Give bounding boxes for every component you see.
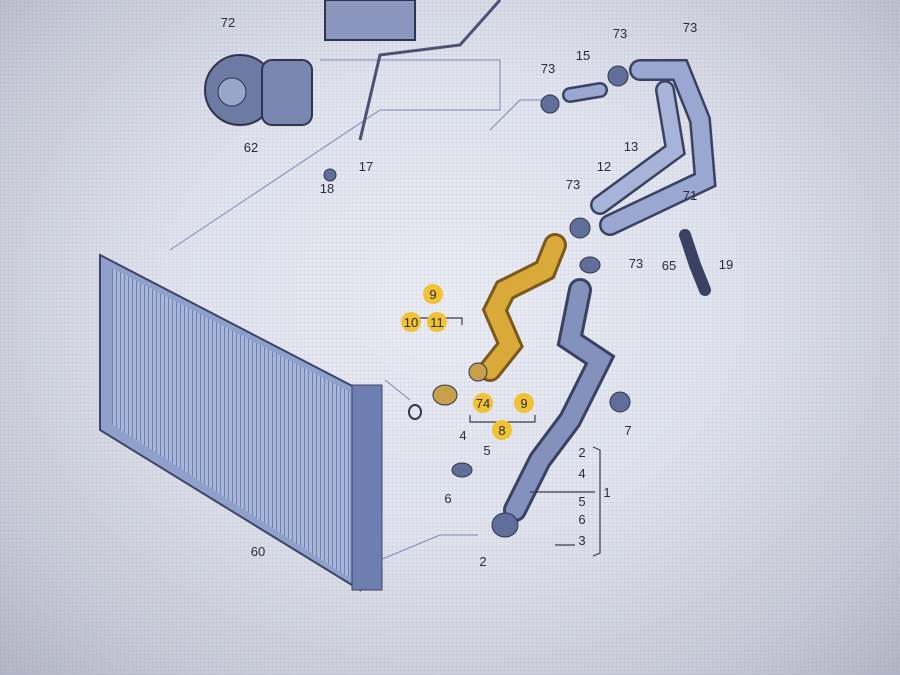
part-number-label: 9 xyxy=(429,287,436,302)
lower-hose-fill xyxy=(506,281,612,519)
part-number-label: 18 xyxy=(320,181,334,196)
part-number-label: 19 xyxy=(719,257,733,272)
part-number-label: 4 xyxy=(578,466,585,481)
part-number-label: 3 xyxy=(578,533,585,548)
part-number-label: 73 xyxy=(683,20,697,35)
small-parts xyxy=(323,65,631,538)
label-highlight xyxy=(427,312,447,332)
highlighted-hose-8-fill xyxy=(481,236,564,379)
part-number-label: 60 xyxy=(251,544,265,559)
part-number-label: 2 xyxy=(578,445,585,460)
label-highlight xyxy=(473,393,493,413)
part-number-label: 5 xyxy=(578,494,585,509)
part-number-label: 73 xyxy=(566,177,580,192)
part-number-label: 15 xyxy=(576,48,590,63)
part-number-label: 73 xyxy=(629,256,643,271)
part-number-label: 62 xyxy=(244,140,258,155)
part-number-label: 6 xyxy=(444,491,451,506)
radiator xyxy=(99,253,383,592)
leader-lines xyxy=(169,59,545,561)
expansion-tank xyxy=(324,0,416,41)
part-number-label: 73 xyxy=(541,61,555,76)
part-number-label: 71 xyxy=(683,188,697,203)
part-number-label: 1 xyxy=(603,485,610,500)
water-pump xyxy=(204,54,313,126)
part-number-label: 2 xyxy=(479,554,486,569)
part-number-label: 72 xyxy=(221,15,235,30)
part-number-label: 12 xyxy=(597,159,611,174)
label-highlight xyxy=(492,420,512,440)
part-number-label: 7 xyxy=(624,423,631,438)
part-number-label: 74 xyxy=(476,396,490,411)
part-number-label: 10 xyxy=(404,315,418,330)
part-number-label: 13 xyxy=(624,139,638,154)
part-number-label: 65 xyxy=(662,258,676,273)
part-number-label: 11 xyxy=(430,315,444,330)
upper-hoses xyxy=(562,59,717,296)
part-number-label: 4 xyxy=(459,428,466,443)
part-number-label: 73 xyxy=(613,26,627,41)
label-highlight xyxy=(423,284,443,304)
part-number-label: 8 xyxy=(498,423,505,438)
label-highlight xyxy=(401,312,421,332)
pipe-17 xyxy=(358,0,502,141)
part-number-label: 17 xyxy=(359,159,373,174)
part-number-label: 9 xyxy=(520,396,527,411)
part-number-label: 6 xyxy=(578,512,585,527)
part-number-label: 5 xyxy=(483,443,490,458)
label-highlight xyxy=(514,393,534,413)
